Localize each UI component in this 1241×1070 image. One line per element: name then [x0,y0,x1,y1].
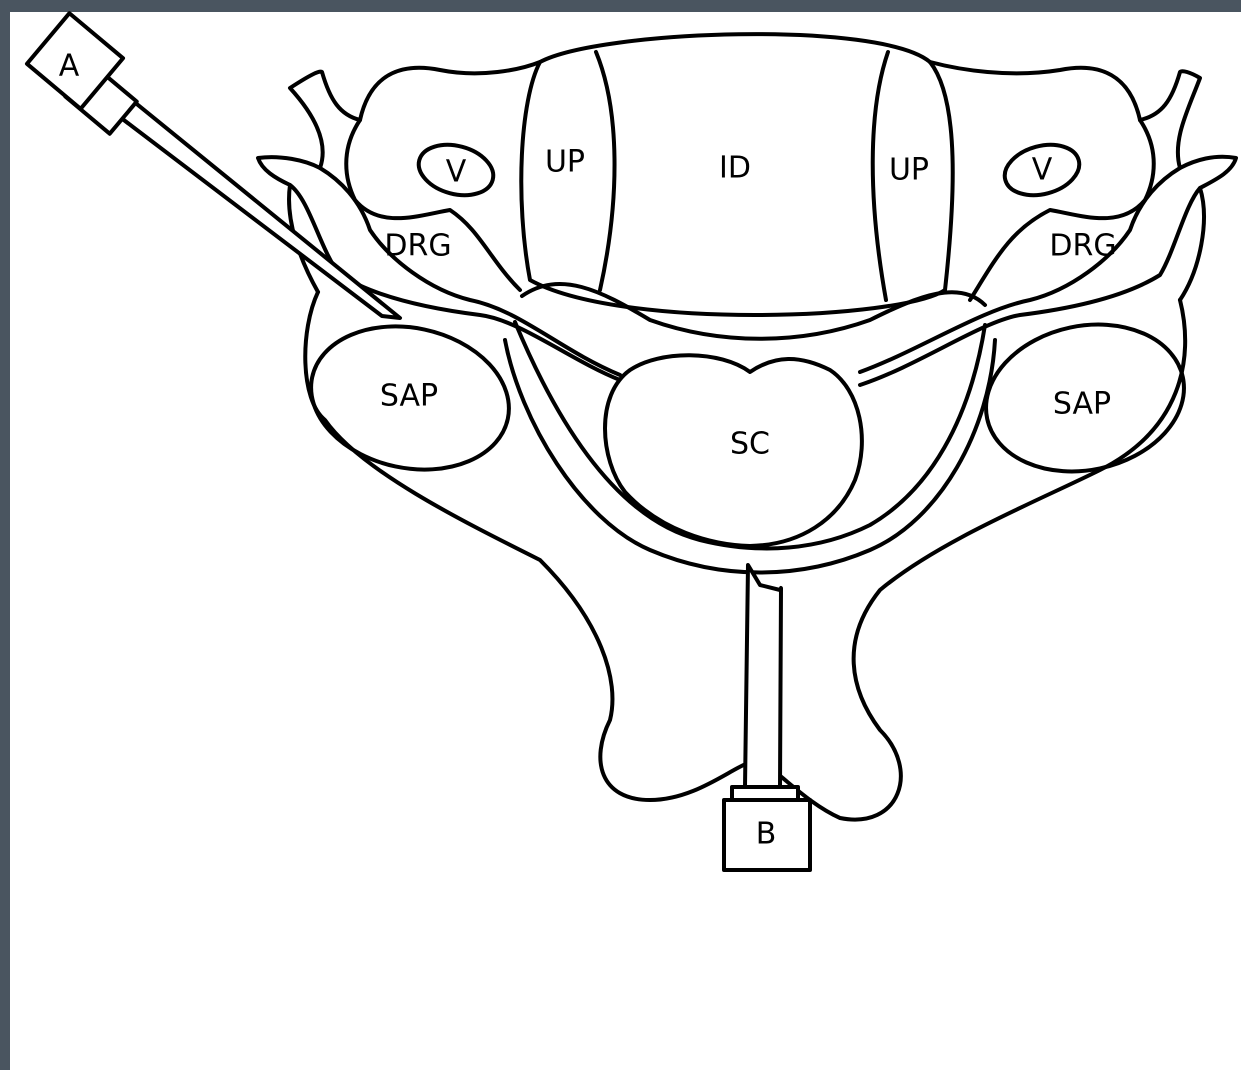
label-intervertebral-disc: ID [719,151,751,186]
label-sap-right: SAP [1053,387,1111,422]
label-spinal-cord: SC [730,427,770,462]
label-needle-a: A [59,49,80,84]
label-sap-left: SAP [380,379,438,414]
label-vertebral-right: V [1032,153,1053,188]
needle-b-shaft [745,565,781,787]
label-needle-b: B [756,817,777,852]
label-uncinate-left: UP [545,145,585,180]
label-vertebral-left: V [446,155,467,190]
label-drg-right: DRG [1049,229,1116,264]
label-drg-left: DRG [384,229,451,264]
label-uncinate-right: UP [889,153,929,188]
